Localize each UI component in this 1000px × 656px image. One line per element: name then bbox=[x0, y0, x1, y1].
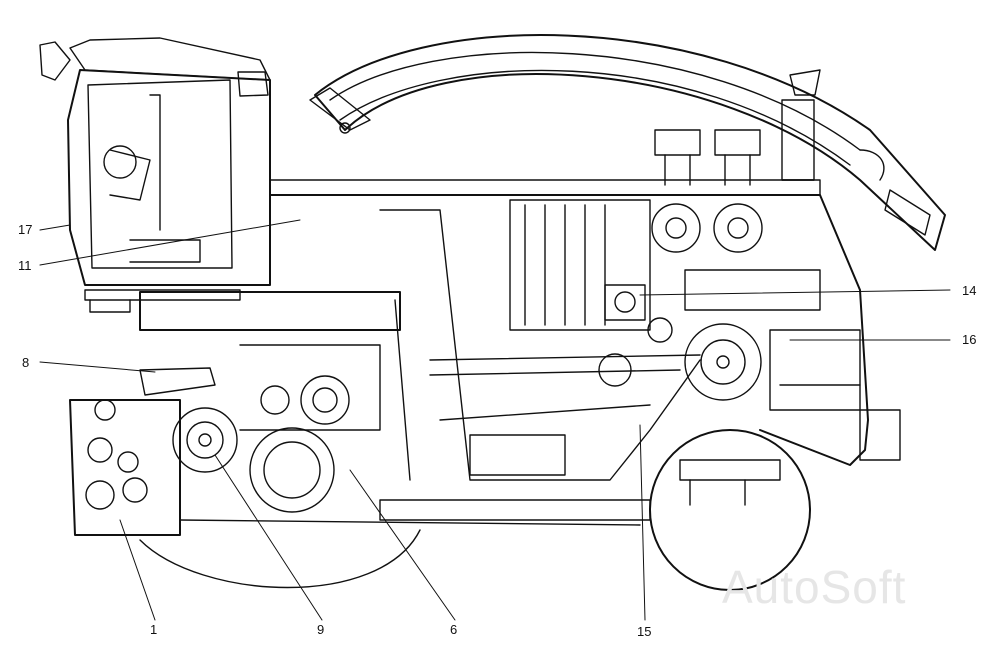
callout-9: 8 bbox=[22, 355, 30, 370]
watermark: AutoSoft bbox=[722, 561, 907, 613]
leader-1 bbox=[119, 519, 156, 621]
leader-lines bbox=[39, 219, 951, 621]
callout-15: 15 bbox=[637, 624, 652, 639]
leader-6 bbox=[349, 469, 456, 621]
leader-9 bbox=[39, 361, 156, 373]
exhaust-stack bbox=[781, 69, 821, 181]
leader-15 bbox=[639, 424, 646, 621]
callout-8: 9 bbox=[317, 622, 325, 637]
leader-8 bbox=[214, 454, 323, 621]
callout-6: 6 bbox=[450, 622, 458, 637]
operator-cab bbox=[39, 37, 271, 313]
callout-14: 14 bbox=[962, 283, 977, 298]
leader-17 bbox=[39, 224, 71, 231]
engine-bay bbox=[509, 129, 901, 461]
rear-wheel bbox=[649, 429, 811, 591]
callout-11: 11 bbox=[18, 258, 32, 273]
callout-1: 1 bbox=[150, 622, 158, 637]
callout-16: 16 bbox=[962, 332, 977, 347]
header-assembly bbox=[69, 344, 421, 589]
crop-spout bbox=[309, 34, 946, 251]
leader-14 bbox=[639, 289, 951, 296]
leader-11 bbox=[39, 219, 301, 266]
callout-17: 17 bbox=[18, 222, 33, 237]
main-frame bbox=[139, 179, 869, 526]
